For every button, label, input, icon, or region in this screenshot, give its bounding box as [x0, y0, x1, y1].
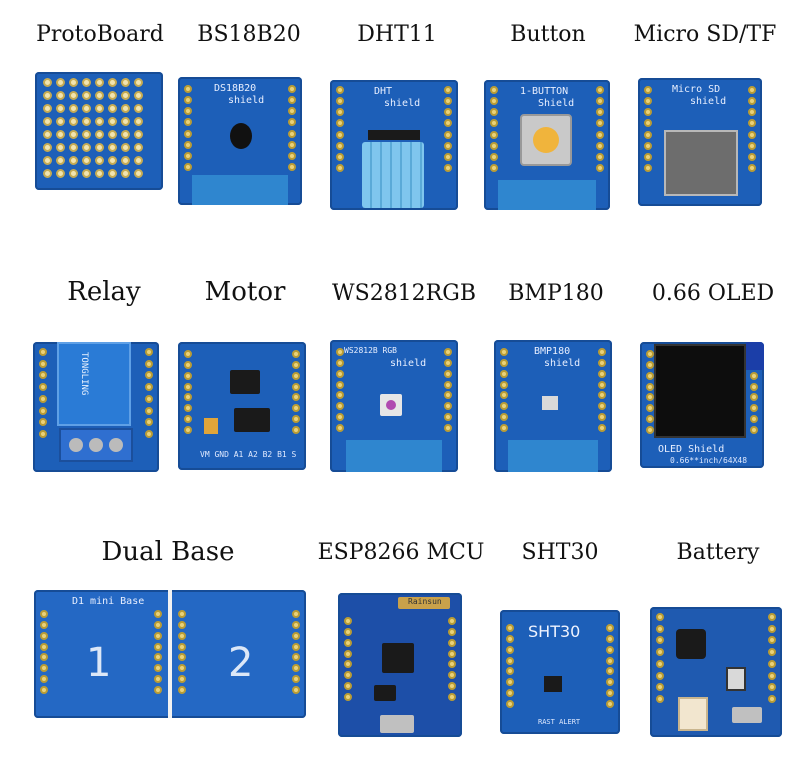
push-button-component — [520, 114, 572, 166]
motor-driver-chip-2 — [234, 408, 270, 432]
motor-board-image: VM GND A1 A2 B2 B1 S — [178, 342, 306, 470]
title-ws2812rgb: WS2812RGB — [332, 281, 476, 306]
battery-connector — [678, 697, 708, 731]
terminal-block — [59, 428, 133, 462]
micro-sd-board-image: Micro SD shield — [638, 78, 762, 206]
ds18b20-board-sub: shield — [228, 95, 265, 106]
protoboard-image — [35, 72, 163, 190]
micro-usb-port — [380, 715, 414, 733]
oled-board-sub: 0.66**inch/64X48 — [670, 456, 748, 465]
button-board-image: 1-BUTTON Shield — [484, 80, 610, 210]
title-bs18b20: BS18B20 — [197, 22, 301, 47]
dht-board-label: DHT — [374, 86, 393, 97]
relay-board-image: TONGLING — [33, 342, 159, 472]
antenna-label: Rainsun — [408, 597, 442, 606]
esp8266-board-image: Rainsun — [338, 593, 462, 737]
inductor — [676, 629, 706, 659]
dual-base-board-image: D1 mini Base 1 2 — [34, 590, 306, 718]
sensor-component — [230, 123, 252, 149]
bmp180-board-label: BMP180 — [534, 346, 571, 357]
sht30-board-image: SHT30 RAST ALERT — [500, 610, 620, 734]
motor-driver-chip — [230, 370, 260, 394]
dht-board-image: DHT shield — [330, 80, 458, 210]
title-sht30: SHT30 — [521, 540, 599, 565]
bmp180-sensor — [542, 396, 558, 410]
ds18b20-board-image: DS18B20 shield — [178, 77, 302, 205]
title-micro-sd: Micro SD/TF — [633, 22, 777, 47]
dual-base-slot-2: 2 — [228, 640, 254, 686]
relay-component: TONGLING — [57, 342, 131, 426]
relay-brand-text: TONGLING — [79, 352, 89, 396]
sd-card-slot — [664, 130, 738, 196]
title-motor: Motor — [204, 277, 286, 307]
title-esp8266-mcu: ESP8266 MCU — [317, 540, 485, 565]
dht11-sensor — [362, 142, 424, 208]
sht30-board-sub: RAST ALERT — [538, 718, 581, 726]
title-battery: Battery — [676, 540, 760, 565]
title-oled: 0.66 OLED — [651, 281, 775, 306]
battery-usb-port — [732, 707, 762, 723]
ws2812-board-image: WS2812B RGB shield — [330, 340, 458, 472]
title-bmp180: BMP180 — [508, 281, 604, 306]
oled-display — [654, 344, 746, 438]
micro-sd-board-sub: shield — [690, 96, 727, 107]
motor-pin-labels: VM GND A1 A2 B2 B1 S — [200, 450, 297, 459]
ws2812-board-sub: shield — [390, 358, 427, 369]
ws2812-board-label: WS2812B RGB — [344, 346, 397, 355]
oled-board-label: OLED Shield — [658, 444, 725, 455]
sht30-board-label: SHT30 — [528, 622, 581, 641]
ds18b20-board-label: DS18B20 — [214, 83, 257, 94]
bmp180-board-image: BMP180 shield — [494, 340, 612, 472]
oled-board-image: OLED Shield 0.66**inch/64X48 — [640, 342, 764, 468]
micro-sd-board-label: Micro SD — [672, 84, 721, 95]
title-protoboard: ProtoBoard — [36, 22, 164, 47]
title-dht11: DHT11 — [357, 22, 437, 47]
dual-base-slot-1: 1 — [86, 640, 112, 686]
dual-base-board-label: D1 mini Base — [72, 596, 145, 607]
button-board-label: 1-BUTTON — [520, 86, 569, 97]
battery-board-image — [650, 607, 782, 737]
rgb-led — [380, 394, 402, 416]
bmp180-board-sub: shield — [544, 358, 581, 369]
title-relay: Relay — [67, 277, 141, 307]
sht30-sensor — [544, 676, 562, 692]
dht-board-sub: shield — [384, 98, 421, 109]
title-dual-base: Dual Base — [101, 537, 235, 567]
antenna-chip: Rainsun — [398, 597, 450, 609]
esp8266-chip — [382, 643, 414, 673]
title-button: Button — [510, 22, 586, 47]
button-board-sub: Shield — [538, 98, 575, 109]
